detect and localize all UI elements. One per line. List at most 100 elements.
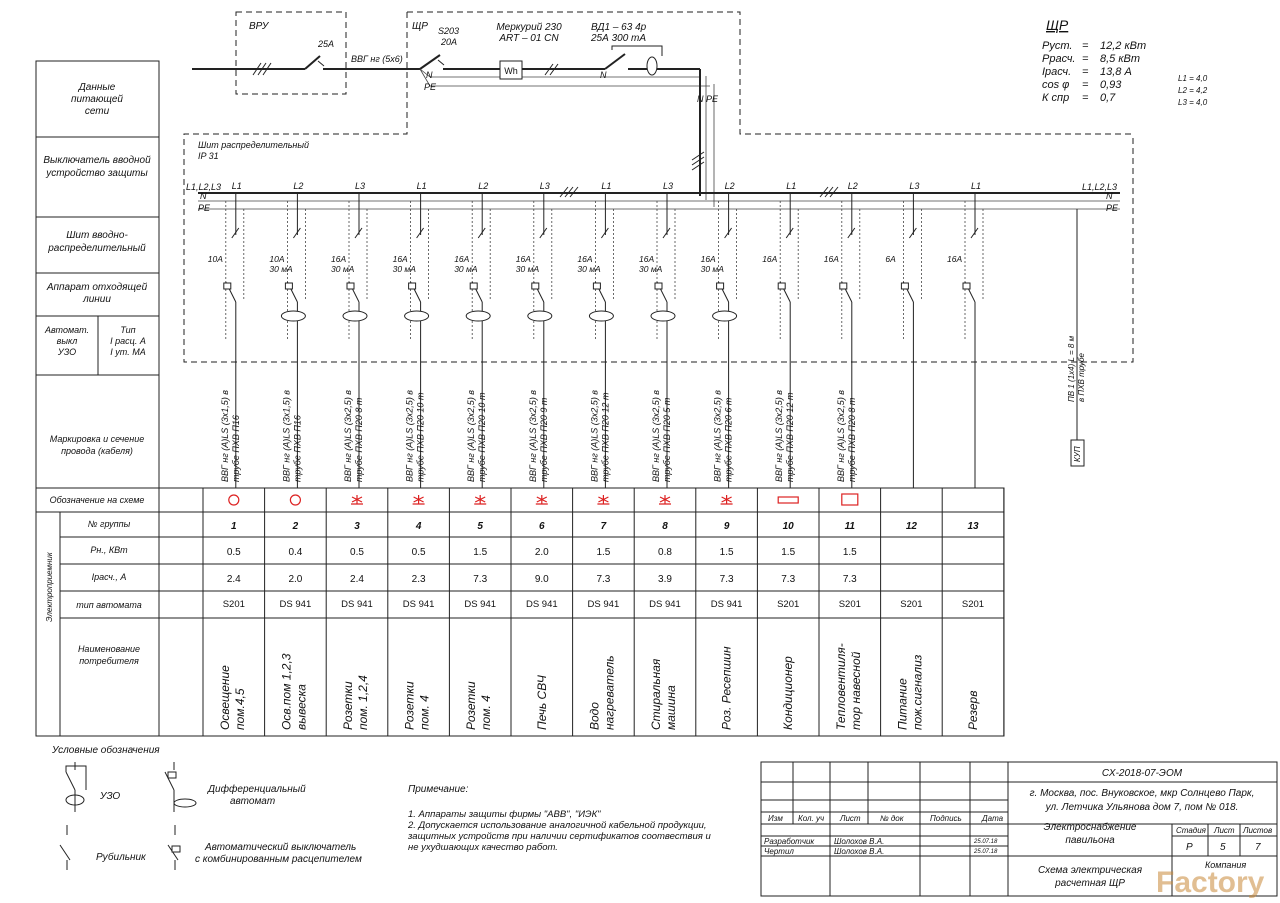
breaker-tick (724, 227, 733, 239)
group-breaker-type: DS 941 (464, 599, 496, 610)
group-number: 7 (601, 521, 607, 532)
breaker-trip-box (592, 282, 601, 290)
socket-symbol-icon (597, 495, 610, 505)
legend-uzo-label: УЗО (99, 791, 120, 802)
vru-breaker-label: 25А (317, 39, 334, 49)
label-supply-2: питающей (71, 94, 123, 105)
breaker-tick (600, 227, 609, 239)
totals-value: 0,93 (1100, 79, 1122, 91)
group-breaker-label: 10А (208, 254, 223, 264)
group-consumer-name-2: пом.4,5 (233, 688, 247, 730)
socket-symbol-icon (474, 495, 487, 505)
group-breaker-type: S201 (900, 599, 922, 610)
group-breaker-type: S201 (839, 599, 861, 610)
vru-cable-label: ВВГ нг (5х6) (351, 54, 403, 64)
shr-box (183, 11, 1134, 363)
group-current: 2.4 (350, 574, 364, 585)
group-tube-label: трубе ПХВ П20 6 m (724, 397, 734, 482)
rcd-toroid-icon (280, 310, 306, 322)
group-power: 1.5 (781, 547, 795, 558)
watermark: Factory (1156, 866, 1265, 898)
group-power: 0.8 (658, 547, 672, 558)
group-breaker-type: S201 (962, 599, 984, 610)
stamp-listov: 7 (1255, 842, 1261, 853)
shr-input-chain (419, 53, 715, 207)
stamp-sheet-b: расчетная ЩР (1054, 878, 1125, 889)
group-consumer-name: Осв.пом 1,2,3 (279, 653, 293, 730)
group-power: 2.0 (535, 547, 549, 558)
group-current: 9.0 (535, 574, 549, 585)
kup-label: КУП (1073, 446, 1082, 462)
group-rcd-label: 30 мА (701, 264, 725, 274)
bus-right-pe: PE (1106, 203, 1119, 213)
label-cable-1: Маркировка и сечение (50, 434, 144, 444)
group-consumer-name-2: пом. 1,2,4 (356, 675, 370, 730)
group-number: 10 (783, 521, 795, 532)
totals-eq: = (1082, 66, 1089, 78)
kup-branch (1070, 209, 1085, 467)
legend-auto-label-a: Автоматический выключатель (204, 842, 356, 853)
group-breaker-type: DS 941 (649, 599, 681, 610)
note-line: 2. Допускается использование аналогичной… (407, 820, 707, 831)
group-consumer-name: Розетки (464, 681, 478, 730)
breaker-tick (231, 227, 240, 239)
stamp-h-ndok: № док (880, 814, 905, 823)
label-pe-top: PE (424, 82, 437, 92)
title-block-frame (760, 761, 1278, 897)
label-type-1: Тип (120, 325, 135, 335)
stamp-company: Компания (1205, 860, 1246, 870)
group-breaker-type: S201 (223, 599, 245, 610)
label-cable-2: провода (кабеля) (61, 446, 133, 456)
group-consumer-name: Освещение (218, 665, 232, 730)
group-consumer-name: Кондиционер (781, 656, 795, 730)
bus-left-pe: PE (198, 203, 211, 213)
bus-left-n: N (200, 191, 207, 201)
group-cable-label: ВВГ нг (А)LS (3х1,5) в (281, 390, 291, 482)
group-consumer-name-2: нагреватель (602, 655, 616, 730)
kup-cable-a: ПВ 1 (1х4) L = 8 м (1067, 335, 1076, 402)
group-breaker-type: DS 941 (341, 599, 373, 610)
label-type-3: I ут. МА (110, 347, 145, 357)
legend-diff-label-b: автомат (230, 796, 275, 807)
group-breaker-label: 10А (269, 254, 284, 264)
totals-eq: = (1082, 53, 1089, 65)
stamp-razrab-date: 25.07.18 (973, 839, 998, 845)
group-cable-label: ВВГ нг (А)LS (3х2,5) в (466, 390, 476, 482)
group-tube-label: трубе ПХВ П20 8 m (354, 397, 364, 482)
bus-right-n: N (1106, 191, 1113, 201)
group-power: 1.5 (720, 547, 734, 558)
breaker-trip-box (531, 282, 540, 290)
breaker-trip-box (962, 282, 971, 290)
stamp-chertil-date: 25.07.18 (973, 849, 998, 855)
stamp-h-izm: Изм (768, 814, 783, 823)
rcd-housing (611, 45, 663, 56)
group-tube-label: трубе ПХВ П20 9 m (539, 397, 549, 482)
side-label: Электроприемник (45, 551, 54, 622)
rcd-toroid-icon (465, 310, 491, 322)
kup-cable-b: в ПХВ трубе (1077, 352, 1086, 402)
totals-label: Руст. (1042, 40, 1072, 52)
bus-right-label: L1,L2,L3 (1082, 182, 1117, 192)
stamp-addr-a: г. Москва, пос. Внуковское, мкр Солнцево… (1030, 788, 1255, 799)
row-label-designation: Обозначение на схеме (50, 495, 145, 505)
group-cable-label: ВВГ нг (А)LS (3х2,5) в (528, 390, 538, 482)
group-tube-label: трубе ПХВ П20 12 m (600, 392, 610, 482)
group-tube-label: трубе ПХВ П16 (292, 415, 302, 482)
breaker-tick (662, 227, 671, 239)
stamp-razrab: Разработчик (764, 837, 815, 846)
label-n-top: N (426, 70, 433, 80)
totals-value: 0,7 (1100, 92, 1116, 104)
meter-wh: Wh (504, 66, 518, 76)
group-breaker-type: DS 941 (526, 599, 558, 610)
phase-load: L2 = 4,2 (1178, 86, 1208, 95)
panel-label-a: Шит распределительный (198, 140, 309, 150)
group-number: 2 (292, 521, 299, 532)
label-supply-1: Данные (78, 82, 116, 93)
group-consumer-name: Розетки (403, 681, 417, 730)
legend-auto-label-b: с комбинированным расцепителем (195, 853, 362, 865)
group-number: 12 (906, 521, 918, 532)
stamp-razrab-name: Шолохов В.А. (834, 837, 884, 846)
group-consumer-name: Роз. Ресепшин (720, 646, 734, 730)
